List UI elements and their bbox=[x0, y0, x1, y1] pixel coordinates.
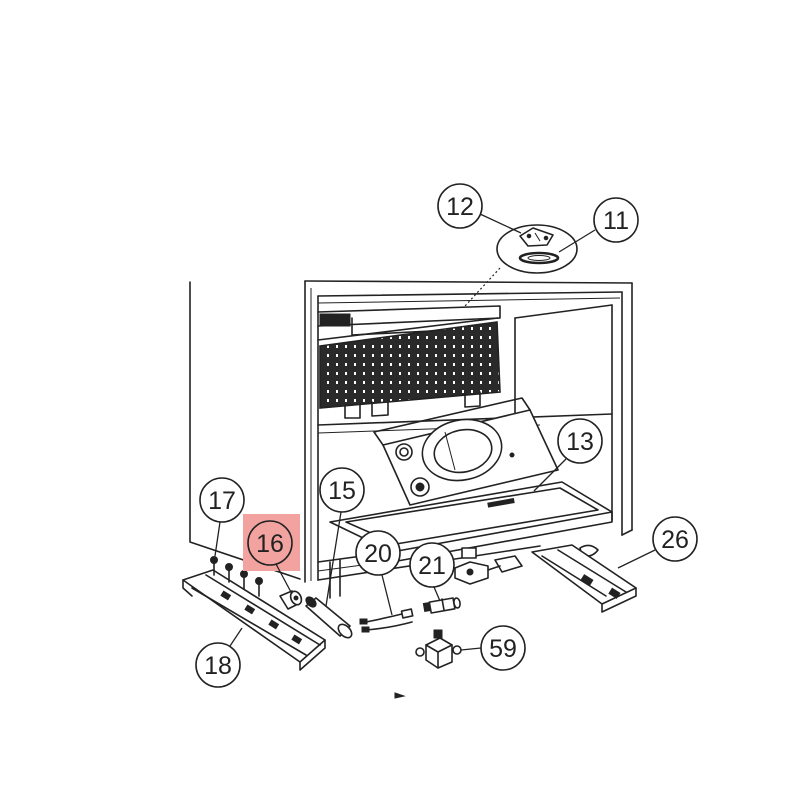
callout-13[interactable]: 13 bbox=[533, 418, 603, 492]
part-15-tube bbox=[305, 596, 353, 639]
evaporator-coil bbox=[317, 317, 501, 419]
callout-15[interactable]: 15 bbox=[319, 467, 365, 607]
callout-17[interactable]: 17 bbox=[199, 477, 245, 557]
callout-circle bbox=[247, 520, 293, 566]
callout-26[interactable]: 26 bbox=[617, 516, 698, 569]
part-20-wire-harness bbox=[359, 608, 414, 633]
callout-label: 21 bbox=[418, 552, 446, 580]
part-21-valve-body bbox=[422, 597, 461, 614]
callout-16[interactable]: 16 bbox=[247, 520, 293, 595]
detail-magnifier bbox=[464, 224, 578, 307]
callout-label: 15 bbox=[328, 477, 356, 505]
part-16-bushing bbox=[279, 590, 303, 610]
leader-line bbox=[229, 627, 243, 647]
callout-12[interactable]: 12 bbox=[437, 183, 522, 234]
callout-circle bbox=[437, 183, 483, 229]
callout-circle bbox=[355, 530, 401, 576]
callout-circle bbox=[652, 516, 698, 562]
callout-circle bbox=[199, 477, 245, 523]
screw bbox=[210, 556, 218, 576]
right-rail bbox=[531, 544, 637, 613]
leader-line bbox=[533, 458, 567, 492]
callout-label: 16 bbox=[256, 530, 284, 558]
callout-59[interactable]: 59 bbox=[460, 625, 526, 671]
selected-callout-highlight bbox=[243, 514, 300, 571]
leader-line bbox=[479, 213, 522, 234]
callout-label: 11 bbox=[603, 207, 629, 235]
left-rail bbox=[182, 569, 326, 671]
part-11-gasket bbox=[518, 251, 560, 265]
screw bbox=[255, 577, 263, 597]
callout-circle bbox=[480, 625, 526, 671]
callout-label: 26 bbox=[661, 526, 689, 554]
part-12-plate bbox=[519, 227, 554, 247]
callout-label: 20 bbox=[364, 540, 392, 568]
small-arrow bbox=[394, 692, 406, 699]
leader-line bbox=[325, 511, 342, 607]
screw bbox=[225, 563, 233, 583]
mounting-screws bbox=[210, 556, 263, 597]
leader-line bbox=[275, 563, 293, 595]
callout-label: 17 bbox=[208, 487, 236, 515]
control-housing bbox=[373, 397, 559, 506]
callout-label: 12 bbox=[446, 193, 474, 221]
leader-line bbox=[617, 549, 656, 569]
under-fittings bbox=[454, 544, 599, 585]
callout-circle bbox=[319, 467, 365, 513]
callout-label: 13 bbox=[566, 428, 594, 456]
callout-circle bbox=[409, 542, 455, 588]
screw bbox=[240, 570, 248, 590]
callout-11[interactable]: 11 bbox=[558, 197, 639, 253]
callout-circle bbox=[195, 642, 241, 688]
callout-circle bbox=[593, 197, 639, 243]
leader-line bbox=[460, 647, 482, 651]
leader-line bbox=[433, 586, 441, 602]
front-frame bbox=[304, 280, 633, 583]
callout-21[interactable]: 21 bbox=[409, 542, 455, 602]
callout-18[interactable]: 18 bbox=[195, 627, 243, 688]
part-59-valve bbox=[415, 629, 462, 669]
leader-line bbox=[558, 229, 596, 253]
callout-circle bbox=[557, 418, 603, 464]
callout-label: 18 bbox=[204, 652, 232, 680]
callout-label: 59 bbox=[489, 635, 517, 663]
leader-line bbox=[381, 574, 393, 616]
leader-line bbox=[214, 521, 221, 557]
callout-20[interactable]: 20 bbox=[355, 530, 401, 616]
